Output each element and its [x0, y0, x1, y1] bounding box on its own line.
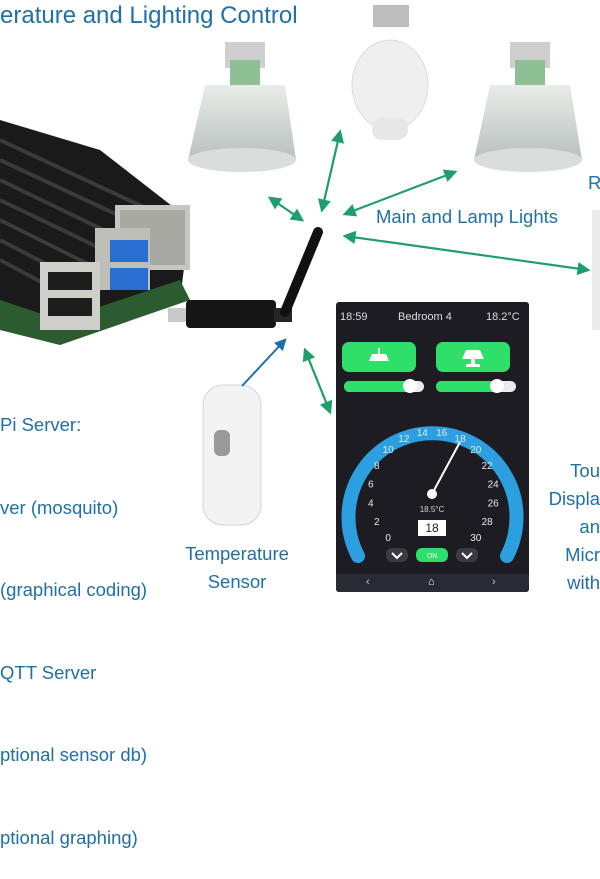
main-light-toggle-button[interactable] — [342, 342, 416, 372]
zigbee-usb-dongle-icon — [168, 227, 323, 328]
gauge-tick-label: 6 — [368, 479, 374, 490]
light-bulb-icon — [351, 5, 429, 140]
pi-line: Pi Server: — [0, 414, 82, 435]
current-reading: 18.5°C — [420, 505, 445, 514]
temperature-sensor-device-icon — [202, 384, 262, 526]
gauge-tick-label: 30 — [470, 533, 482, 544]
increase-setpoint-button[interactable] — [456, 548, 478, 562]
slider-fill — [436, 381, 497, 392]
sensor-arrow — [241, 338, 287, 387]
gauge-tick-label: 10 — [383, 445, 395, 456]
label-line: Displa — [548, 488, 600, 509]
chevron-down-icon — [391, 552, 403, 560]
raspberry-pi-icon — [0, 120, 190, 345]
display-room-name: Bedroom 4 — [398, 311, 452, 323]
slider-handle[interactable] — [402, 379, 417, 393]
display-status-bar: 18:59 Bedroom 4 18.2°C — [336, 308, 529, 328]
mode-button[interactable]: ON — [416, 548, 448, 562]
page-title: erature and Lighting Control — [0, 2, 298, 29]
touch-display-label: Tou Displa an Micr with — [540, 457, 600, 597]
pi-line: ver (mosquito) — [0, 496, 119, 518]
nav-forward-button[interactable]: › — [492, 576, 496, 588]
chevron-down-icon — [461, 552, 473, 560]
connection-arrows — [267, 129, 591, 415]
gauge-tick-label: 18 — [455, 434, 467, 445]
setpoint-value: 18 — [425, 521, 439, 535]
main-lights-label: Main and Lamp Lights — [376, 206, 559, 227]
label-line: Micr — [565, 544, 600, 565]
gauge-tick-label: 0 — [385, 533, 391, 544]
pi-server-description: Pi Server: ver (mosquito) (graphical cod… — [0, 356, 147, 879]
temperature-sensor-label: Temperature Sensor — [172, 540, 302, 596]
right-device-edge — [592, 210, 600, 330]
label-line: Sensor — [207, 571, 267, 592]
gauge-tick-label: 16 — [436, 428, 448, 439]
gauge-tick-label: 28 — [482, 517, 494, 528]
gauge-tick-label: 4 — [368, 499, 374, 510]
pi-line: (graphical coding) — [0, 579, 148, 600]
right-label-fragment: R — [588, 172, 600, 193]
pi-line: ptional sensor db) — [0, 744, 148, 765]
diagram-artwork — [0, 5, 600, 526]
lamp-light-toggle-button[interactable] — [436, 342, 510, 372]
gauge-tick-label: 26 — [488, 499, 500, 510]
gauge-tick-label: 24 — [488, 479, 500, 490]
setpoint-box — [418, 520, 446, 536]
label-line: Temperature — [185, 543, 289, 564]
display-time: 18:59 — [340, 311, 368, 323]
label-line: an — [579, 516, 600, 537]
display-temperature: 18.2°C — [486, 311, 520, 323]
slider-fill — [344, 381, 410, 392]
lamp-light-brightness-slider[interactable] — [436, 379, 516, 393]
table-lamp-icon — [462, 350, 484, 367]
display-nav-bar: ‹ ⌂ › — [336, 574, 529, 592]
gauge-tick-label: 14 — [417, 428, 429, 439]
decrease-setpoint-button[interactable] — [386, 548, 408, 562]
slider-handle[interactable] — [489, 379, 504, 393]
main-light-brightness-slider[interactable] — [344, 379, 424, 393]
ceiling-lamp-icon — [369, 348, 389, 361]
spot-lamp-left-icon — [188, 42, 296, 172]
label-line: with — [567, 572, 600, 593]
mode-label: ON — [427, 553, 438, 560]
pi-line: ptional graphing) — [0, 826, 138, 848]
pi-line: QTT Server — [0, 661, 97, 683]
gauge-tick-label: 20 — [470, 445, 482, 456]
nav-back-button[interactable]: ‹ — [366, 576, 370, 588]
gauge-needle-pivot — [427, 489, 437, 499]
gauge-tick-label: 2 — [374, 517, 380, 528]
gauge-tick-label: 12 — [398, 434, 410, 445]
gauge-tick-label: 8 — [374, 461, 380, 472]
label-line: Tou — [570, 460, 600, 481]
nav-home-button[interactable]: ⌂ — [428, 576, 435, 588]
spot-lamp-right-icon — [474, 42, 582, 172]
gauge-tick-label: 22 — [482, 461, 494, 472]
